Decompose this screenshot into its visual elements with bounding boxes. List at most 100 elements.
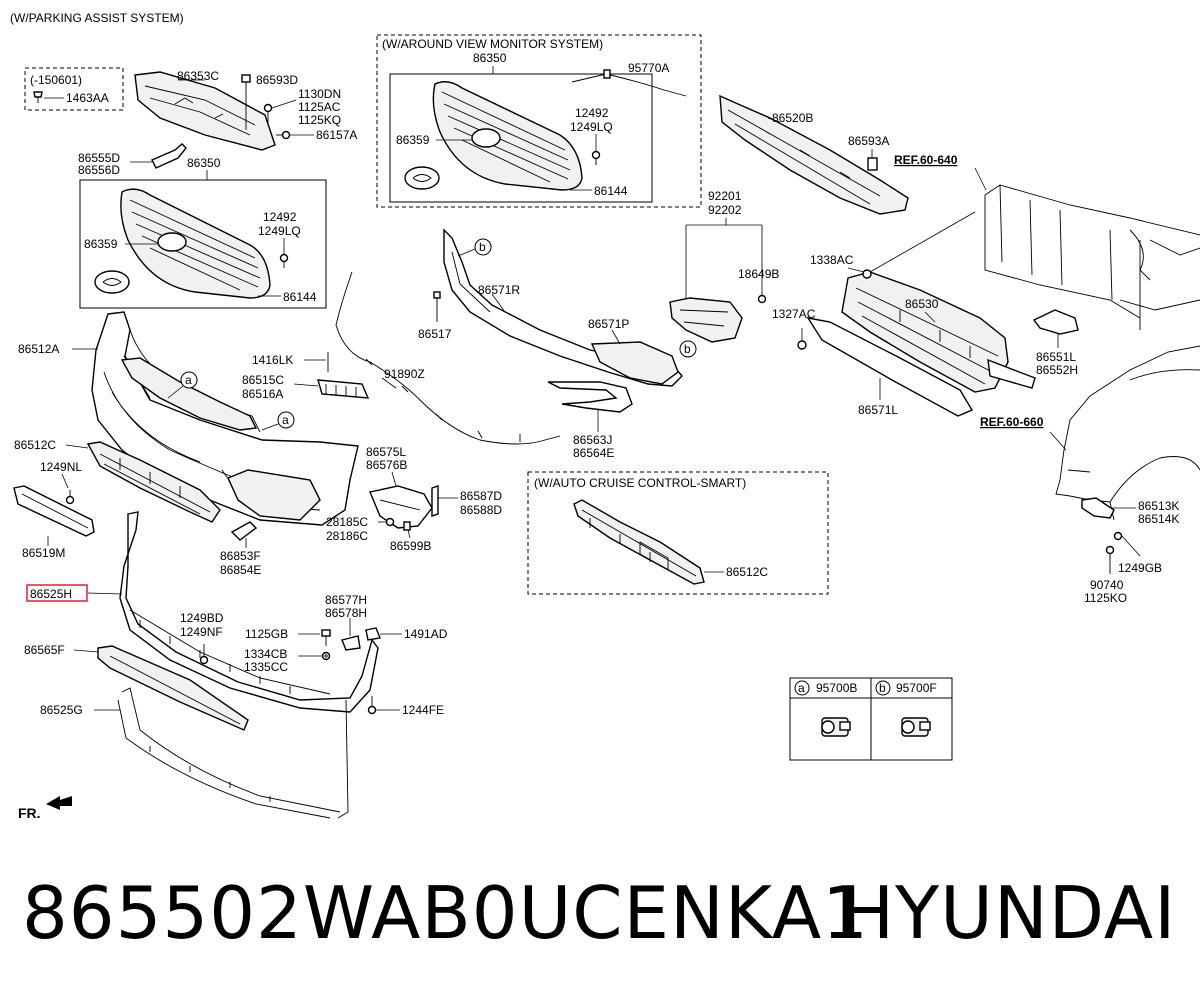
legend-a-letter: a	[798, 681, 805, 695]
label-86588D: 86588D	[460, 503, 502, 517]
label-1130DN: 1130DN	[298, 87, 341, 101]
clip-1463AA-icon	[33, 91, 43, 103]
license-bracket-86519M	[13, 485, 95, 537]
bracket-86575L-shape	[369, 485, 433, 529]
label-95770A: 95770A	[628, 61, 669, 75]
callout-a-lower-text: a	[282, 413, 289, 427]
label-86593A: 86593A	[848, 134, 889, 148]
screw-18649B-icon	[757, 294, 767, 304]
label-86144-left: 86144	[283, 290, 317, 304]
legend-a-circle	[794, 680, 810, 696]
legend-a-part: 95700B	[816, 681, 857, 695]
label-86515C: 86515C	[242, 373, 284, 387]
highlight-86525H-frame	[26, 584, 88, 602]
label-1249BD: 1249BD	[180, 611, 224, 625]
legend-b-part: 95700F	[896, 681, 937, 695]
clip-86517-icon	[433, 291, 441, 322]
legend-b-circle	[875, 680, 891, 696]
label-1463AA: 1463AA	[66, 91, 109, 105]
main-section-header: (W/PARKING ASSIST SYSTEM)	[10, 11, 184, 25]
label-86525G: 86525G	[40, 703, 83, 717]
label-28185C: 28185C	[326, 515, 368, 529]
label-90740: 90740	[1090, 578, 1124, 592]
label-1125KO: 1125KO	[1084, 591, 1127, 605]
footer-brand-name: HYUNDAI	[840, 871, 1177, 955]
footer-title: 865502WAB0UCENKA1 HYUNDAI	[0, 858, 1200, 968]
label-86551L: 86551L	[1036, 350, 1076, 364]
early-box-header: (-150601)	[30, 73, 82, 87]
label-1125GB: 1125GB	[245, 627, 288, 641]
grille-box-left	[79, 179, 327, 309]
label-86576B: 86576B	[366, 458, 407, 472]
grille-upper-cover-shape	[134, 71, 276, 151]
screw-90740-icon	[1105, 545, 1115, 574]
fog-lamp-92201	[669, 297, 743, 343]
label-86564E: 86564E	[573, 446, 614, 460]
label-86552H: 86552H	[1036, 363, 1078, 377]
camera-wire-95770A	[571, 73, 687, 97]
emblem-86359-left	[94, 270, 130, 294]
body-structure-ref-640	[984, 184, 1200, 330]
clip-1491AD-icon	[365, 627, 381, 641]
scc-section-header: (W/AUTO CRUISE CONTROL-SMART)	[534, 476, 746, 490]
clip-86599B-icon	[403, 521, 411, 531]
bracket-86513K-shape	[1081, 497, 1115, 519]
label-1249LQ-avm: 1249LQ	[570, 120, 613, 134]
label-86571P: 86571P	[588, 317, 629, 331]
label-86513K: 86513K	[1138, 499, 1179, 513]
label-86571R: 86571R	[478, 283, 520, 297]
lower-bumper-86525H	[119, 511, 379, 713]
label-86854E: 86854E	[220, 563, 261, 577]
label-28186C: 28186C	[326, 529, 368, 543]
label-1249NL: 1249NL	[40, 460, 82, 474]
label-1334CB: 1334CB	[244, 647, 287, 661]
ref-60-660: REF.60-660	[980, 415, 1044, 429]
label-86359-avm: 86359	[396, 133, 430, 147]
label-86512A: 86512A	[18, 342, 59, 356]
label-86563J: 86563J	[573, 433, 612, 447]
bracket-86853F-shape	[230, 521, 258, 541]
label-1125AC: 1125AC	[298, 100, 341, 114]
label-86599B: 86599B	[390, 539, 431, 553]
label-86525H: 86525H	[30, 587, 72, 601]
label-1491AD: 1491AD	[404, 627, 448, 641]
callout-b-upper	[474, 238, 492, 256]
clip-1334CB-icon	[321, 651, 331, 661]
emblem-86359-avm	[404, 166, 440, 190]
screw-1130DN-icon	[263, 103, 273, 124]
label-86853F: 86853F	[220, 549, 261, 563]
bolt-1125GB-icon	[321, 629, 331, 646]
label-1249LQ-left: 1249LQ	[258, 224, 301, 238]
label-92202: 92202	[708, 203, 742, 217]
lower-beam-86571L	[806, 317, 974, 417]
label-86530: 86530	[905, 297, 939, 311]
label-18649B: 18649B	[738, 267, 779, 281]
callout-b-lower-text: b	[684, 342, 691, 356]
avm-system-box	[376, 34, 702, 208]
sensor-legend-table	[789, 677, 953, 761]
label-86593D: 86593D	[256, 73, 298, 87]
bolt-1338AC-icon	[862, 269, 872, 279]
energy-absorber-86520B	[719, 94, 909, 215]
clip-28185C-icon	[385, 517, 395, 527]
screw-1249GB-icon	[1113, 531, 1123, 541]
bracket-86551L-shape	[1032, 309, 1079, 335]
label-86353C: 86353C	[177, 69, 219, 83]
avm-section-header: (W/AROUND VIEW MONITOR SYSTEM)	[382, 37, 603, 51]
ref-60-640: REF.60-640	[894, 153, 958, 167]
early-clip-box	[24, 67, 124, 111]
front-direction-label: FR.	[18, 805, 41, 821]
clip-86593A-icon	[867, 157, 878, 171]
bracket-86577H-shape	[341, 635, 361, 651]
label-1249GB: 1249GB	[1118, 561, 1162, 575]
fog-cover-86571P	[590, 341, 679, 385]
screw-12492-left-icon	[279, 253, 289, 268]
scc-system-box	[527, 471, 829, 595]
label-91890Z: 91890Z	[384, 367, 425, 381]
label-86512C-main: 86512C	[14, 438, 56, 452]
callout-b-upper-text: b	[479, 240, 486, 254]
label-86514K: 86514K	[1138, 512, 1179, 526]
callout-a-lower	[277, 411, 295, 429]
label-86575L: 86575L	[366, 445, 406, 459]
